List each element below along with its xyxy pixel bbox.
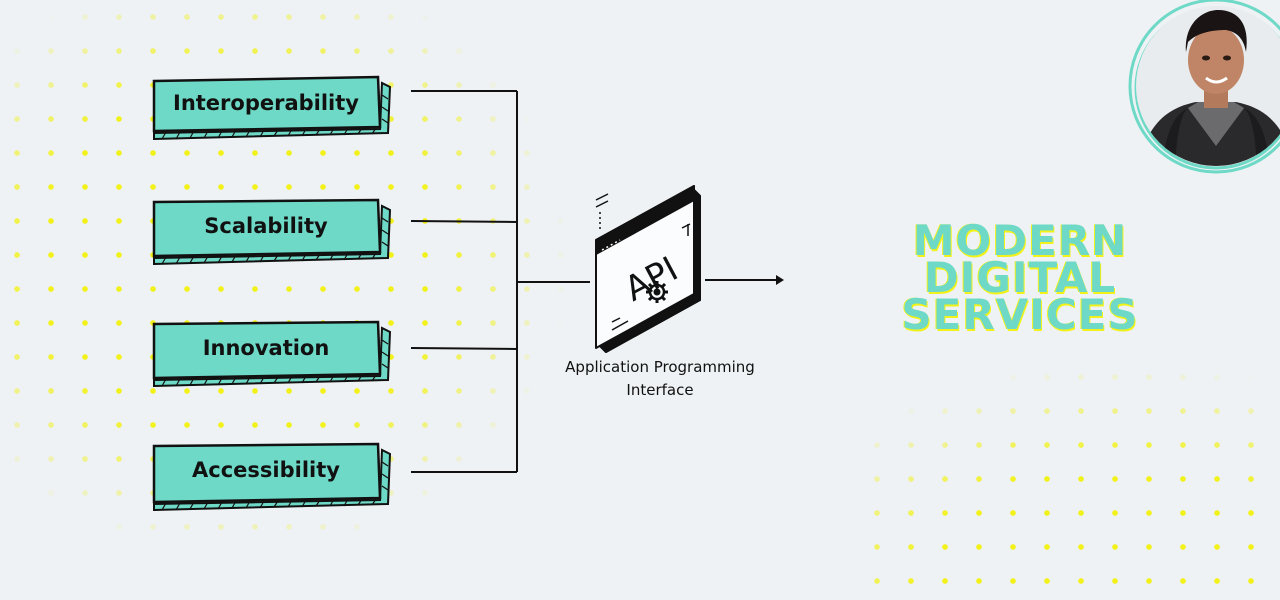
feature-label: Innovation (202, 336, 330, 360)
feature-box-interoperability: Interoperability (152, 75, 392, 141)
feature-box-accessibility: Accessibility (152, 442, 392, 512)
connector-innovation (410, 347, 518, 350)
feature-label: Scalability (204, 214, 328, 238)
title-line3: SERVICES (901, 290, 1139, 339)
feature-box-shape (152, 198, 392, 266)
page-title: MODERN DIGITAL SERVICES (840, 216, 1200, 339)
arrow-head (776, 275, 784, 285)
connector-scalability (410, 220, 518, 223)
feature-box-shape (152, 320, 392, 388)
api-caption-line1: Application Programming (565, 358, 755, 376)
feature-label: Interoperability (173, 91, 359, 115)
dot-pattern-right (860, 360, 1280, 600)
feature-box-scalability: Scalability (152, 198, 392, 266)
api-caption: Application Programming Interface (540, 356, 780, 402)
avatar (1128, 0, 1280, 174)
feature-box-innovation: Innovation (152, 320, 392, 388)
feature-box-shape (152, 442, 392, 512)
title-line2: DIGITAL (923, 253, 1117, 302)
feature-label: Accessibility (192, 458, 340, 482)
title-line1: MODERN (912, 216, 1128, 265)
feature-box-shape (152, 75, 392, 141)
api-caption-line2: Interface (626, 381, 694, 399)
